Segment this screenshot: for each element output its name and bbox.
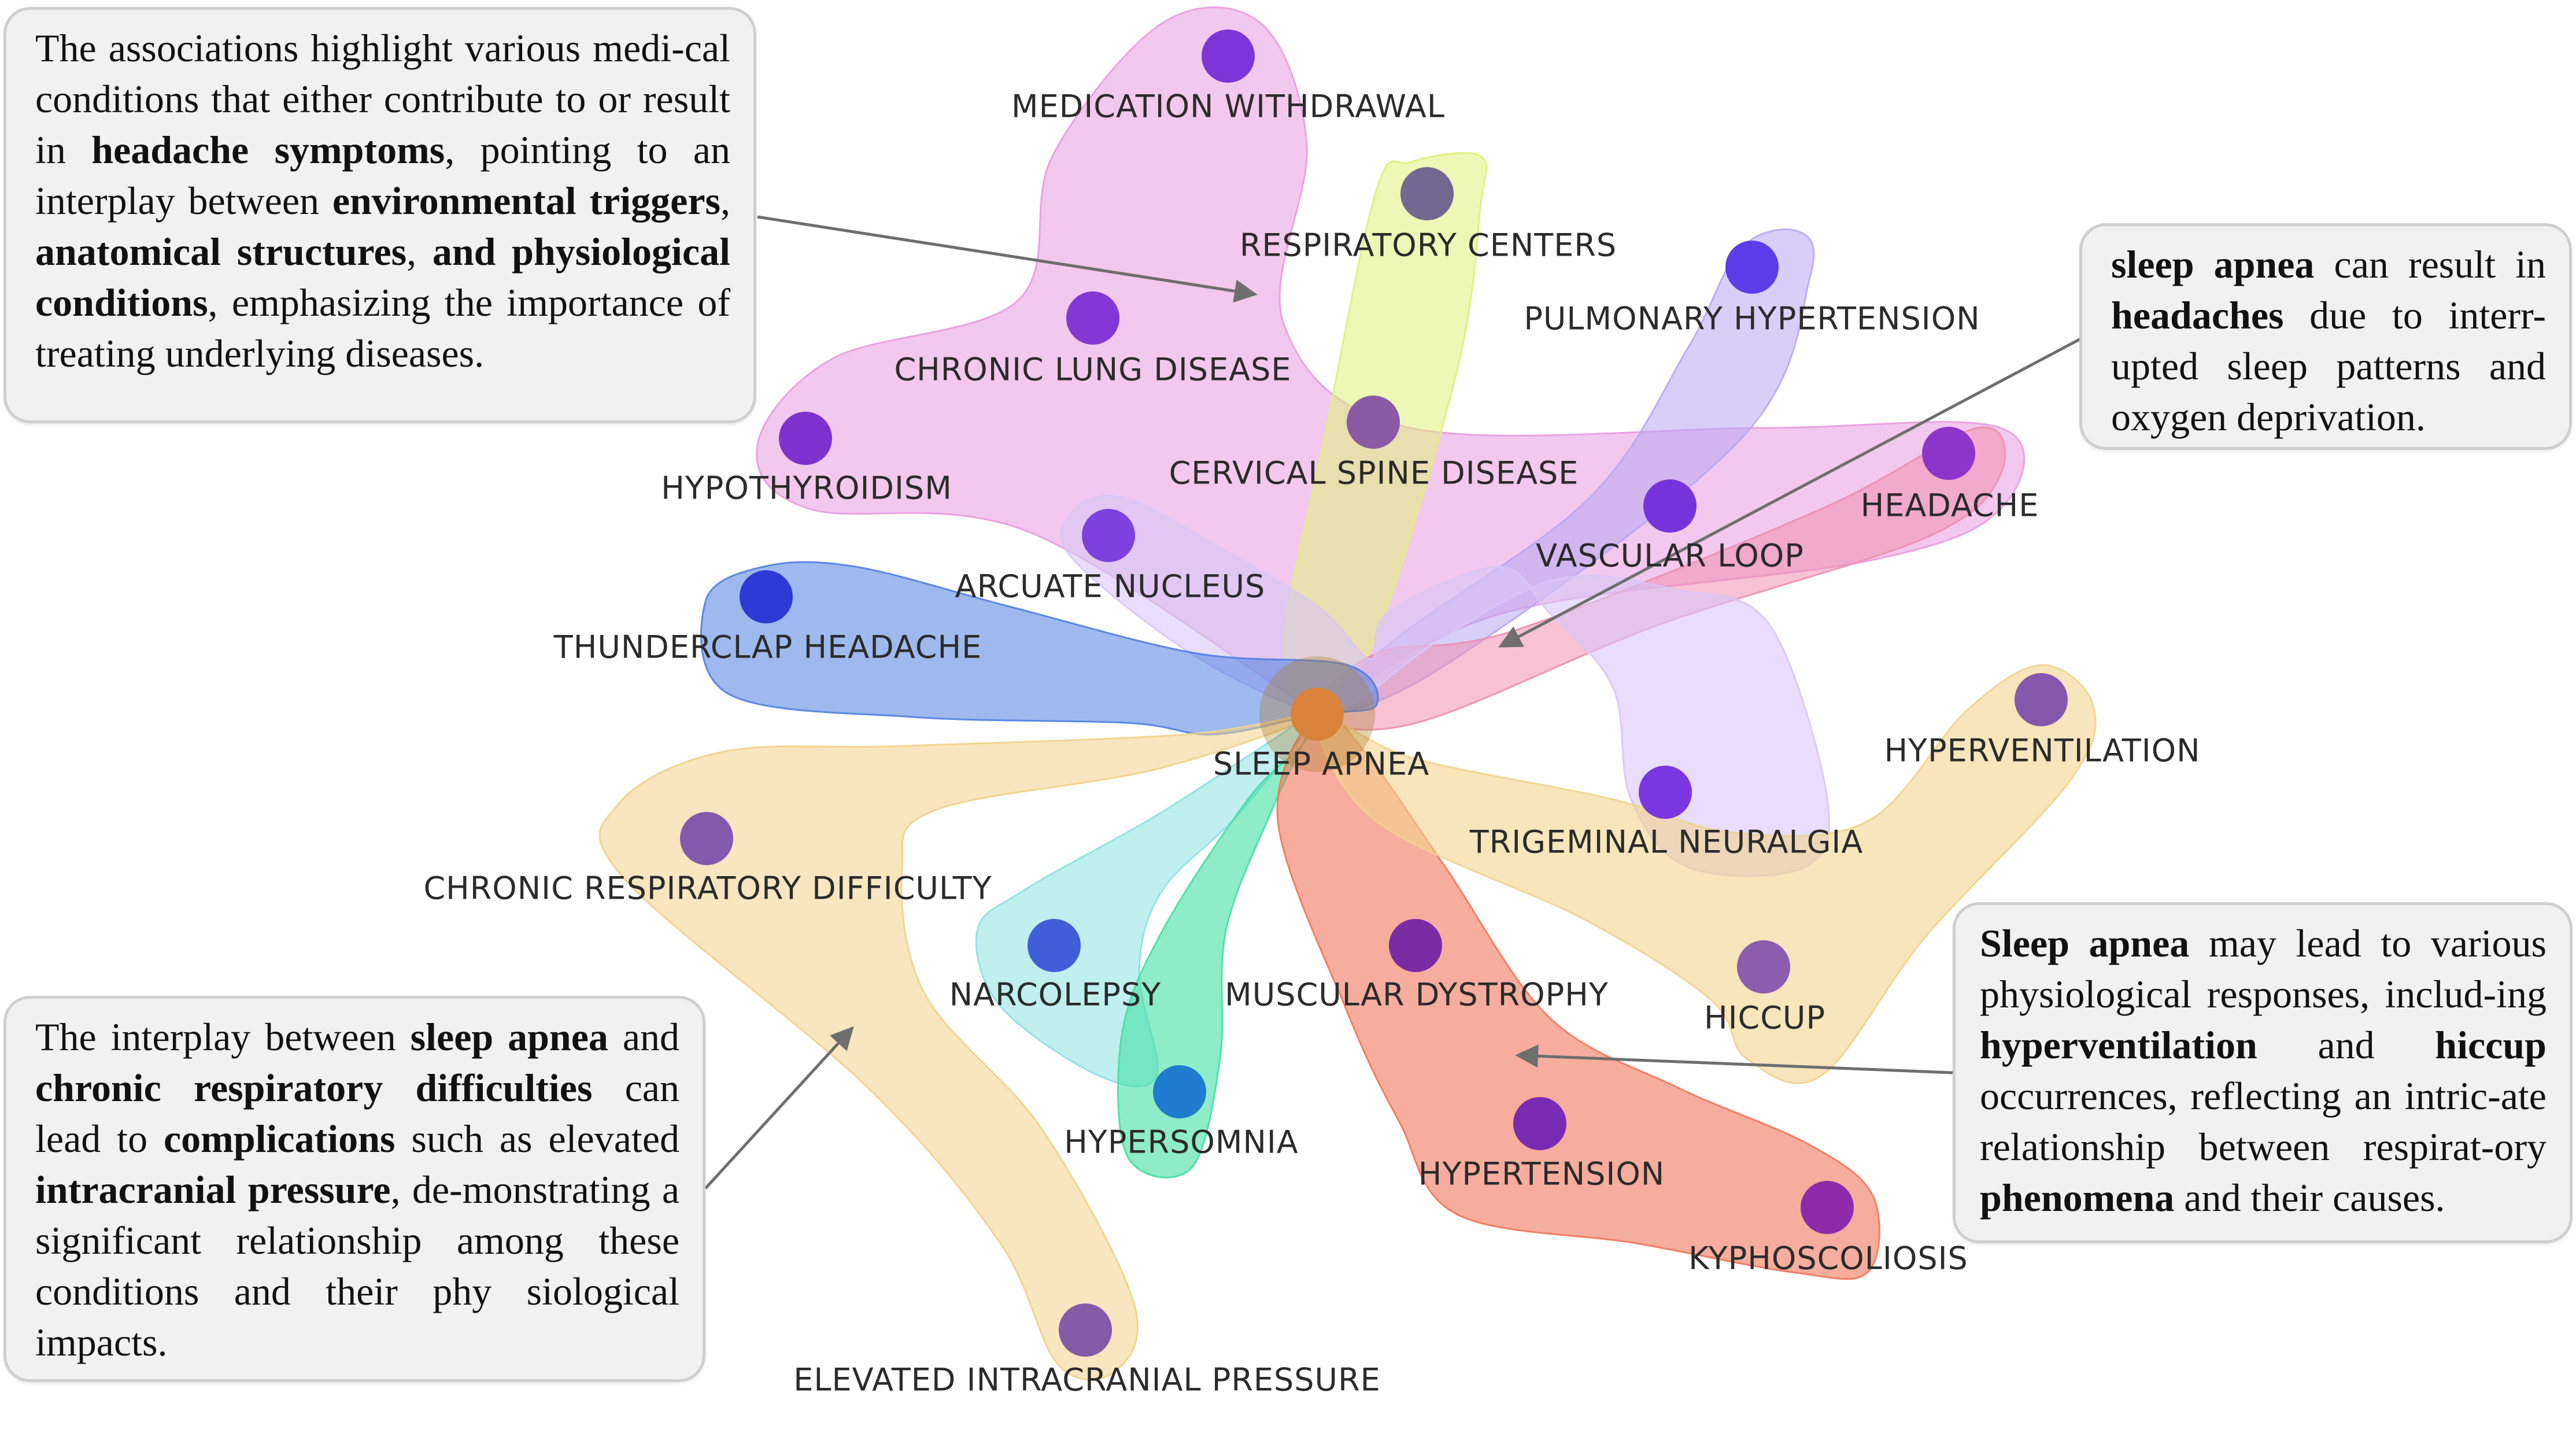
callout-emphasis: sleep apnea	[410, 1015, 608, 1059]
node-hiccup	[1737, 940, 1790, 994]
hyperedge-green	[1117, 711, 1320, 1179]
callout-text: , de-monstrating a significant relations…	[35, 1168, 679, 1364]
node-hypothyroidism	[779, 412, 832, 465]
node-respiratory-centers	[1400, 167, 1454, 220]
arrow-top-right	[1498, 337, 2083, 648]
callout-headache-associations: The associations highlight various medi-…	[3, 7, 756, 423]
label-hypothyroidism: HYPOTHYROIDISM	[661, 470, 952, 507]
callout-arrows	[704, 215, 2083, 1190]
callout-text: and	[2257, 1023, 2435, 1067]
callout-text: such as elevated	[395, 1117, 679, 1161]
node-muscular-dystrophy	[1389, 919, 1442, 972]
label-hypertension: HYPERTENSION	[1418, 1156, 1665, 1192]
node-medication-withdrawal	[1202, 29, 1255, 83]
hyperedge-rose	[1315, 426, 2006, 731]
node-headache	[1922, 427, 1975, 480]
node-narcolepsy	[1028, 919, 1081, 972]
arrow-top-left	[757, 215, 1258, 303]
label-hyperventilation: HYPERVENTILATION	[1884, 733, 2200, 769]
callout-emphasis: anatomical structures	[35, 230, 407, 274]
label-hiccup: HICCUP	[1704, 1000, 1825, 1036]
hyperedge-sand	[598, 712, 1318, 1381]
callout-text: , pointing to an interplay between	[35, 128, 730, 223]
label-elevated-intracranial-pressure: ELEVATED INTRACRANIAL PRESSURE	[793, 1362, 1380, 1398]
label-respiratory-centers: RESPIRATORY CENTERS	[1240, 227, 1617, 264]
label-vascular-loop: VASCULAR LOOP	[1536, 538, 1804, 574]
callout-emphasis: chronic respiratory difficulties	[35, 1066, 593, 1110]
node-chronic-respiratory-difficulty	[680, 812, 733, 865]
node-vascular-loop	[1643, 479, 1697, 533]
callout-emphasis: intracranial pressure	[35, 1168, 391, 1212]
callout-emphasis: headache symptoms	[91, 128, 445, 172]
hyperedge-teal	[975, 710, 1319, 1088]
node-pulmonary-hypertension	[1725, 241, 1779, 294]
node-layer	[680, 29, 2068, 1357]
label-narcolepsy: NARCOLEPSY	[949, 977, 1161, 1013]
arrow-bottom-left	[704, 1026, 854, 1190]
callout-emphasis: and physiological conditions	[35, 230, 730, 324]
label-muscular-dystrophy: MUSCULAR DYSTROPHY	[1225, 977, 1609, 1013]
label-pulmonary-hypertension: PULMONARY HYPERTENSION	[1524, 301, 1980, 337]
hyperedge-salmon	[1276, 710, 1880, 1280]
callout-emphasis: phenomena	[1980, 1176, 2175, 1220]
label-chronic-respiratory-difficulty: CHRONIC RESPIRATORY DIFFICULTY	[423, 870, 992, 907]
node-hypertension	[1513, 1097, 1566, 1150]
label-thunderclap-headache: THUNDERCLAP HEADACHE	[553, 629, 982, 666]
callout-emphasis: hiccup	[2435, 1023, 2547, 1067]
callout-emphasis: environmental triggers	[332, 179, 721, 223]
label-cervical-spine-disease: CERVICAL SPINE DISEASE	[1169, 455, 1579, 492]
callout-emphasis: sleep apnea	[2111, 242, 2315, 286]
hub-layer	[1259, 656, 1375, 772]
callout-text: can lead to	[35, 1066, 679, 1161]
callout-text: The associations highlight various medi-…	[35, 26, 730, 172]
label-sleep-apnea: SLEEP APNEA	[1213, 746, 1429, 782]
callout-text: , emphasizing the importance of treating…	[35, 280, 730, 375]
label-layer: MEDICATION WITHDRAWAL RESPIRATORY CENTERS…	[423, 88, 2200, 1398]
node-hyperventilation	[2015, 673, 2068, 726]
callout-text: and their causes.	[2174, 1176, 2445, 1220]
callout-emphasis: hyperventilation	[1980, 1023, 2257, 1067]
node-elevated-intracranial-pressure	[1059, 1303, 1112, 1357]
callout-emphasis: Sleep apnea	[1980, 921, 2190, 965]
node-trigeminal-neuralgia	[1639, 766, 1692, 819]
callout-respiratory-difficulties: The interplay between sleep apnea and ch…	[3, 996, 705, 1382]
hyperedge-violet	[1060, 494, 1831, 877]
label-trigeminal-neuralgia: TRIGEMINAL NEURALGIA	[1469, 824, 1864, 860]
label-medication-withdrawal: MEDICATION WITHDRAWAL	[1011, 88, 1445, 125]
node-kyphoscoliosis	[1801, 1181, 1854, 1234]
callout-text: can result in	[2314, 242, 2547, 286]
callout-physiological-responses: Sleep apnea may lead to various physiolo…	[1953, 902, 2573, 1243]
node-arcuate-nucleus	[1082, 509, 1135, 562]
hyperedge-blue	[700, 561, 1379, 736]
hyperedge-layer	[598, 6, 2097, 1381]
label-hypersomnia: HYPERSOMNIA	[1064, 1124, 1298, 1161]
callout-emphasis: complications	[164, 1117, 396, 1161]
callout-text: ,	[720, 179, 731, 223]
callout-emphasis: headaches	[2111, 293, 2284, 337]
callout-text: ,	[406, 230, 433, 274]
callout-text: and	[608, 1015, 680, 1059]
node-thunderclap-headache	[740, 570, 793, 623]
label-arcuate-nucleus: ARCUATE NUCLEUS	[955, 568, 1266, 605]
node-hypersomnia	[1153, 1065, 1206, 1118]
node-chronic-lung-disease	[1066, 291, 1119, 345]
node-cervical-spine-disease	[1347, 396, 1400, 449]
arrow-bottom-right	[1515, 1044, 1953, 1074]
node-sleep-apnea	[1291, 688, 1344, 741]
label-headache: HEADACHE	[1861, 487, 2039, 524]
callout-text: may lead to various physiological respon…	[1980, 921, 2547, 1016]
label-kyphoscoliosis: KYPHOSCOLIOSIS	[1688, 1240, 1968, 1277]
callout-sleep-apnea-headaches: sleep apnea can result in headaches due …	[2079, 223, 2572, 450]
callout-text: due to interr-upted sleep patterns and o…	[2111, 293, 2546, 439]
label-chronic-lung-disease: CHRONIC LUNG DISEASE	[894, 352, 1291, 388]
callout-text: occurrences, reflecting an intric-ate re…	[1980, 1074, 2547, 1169]
callout-text: The interplay between	[35, 1015, 411, 1059]
